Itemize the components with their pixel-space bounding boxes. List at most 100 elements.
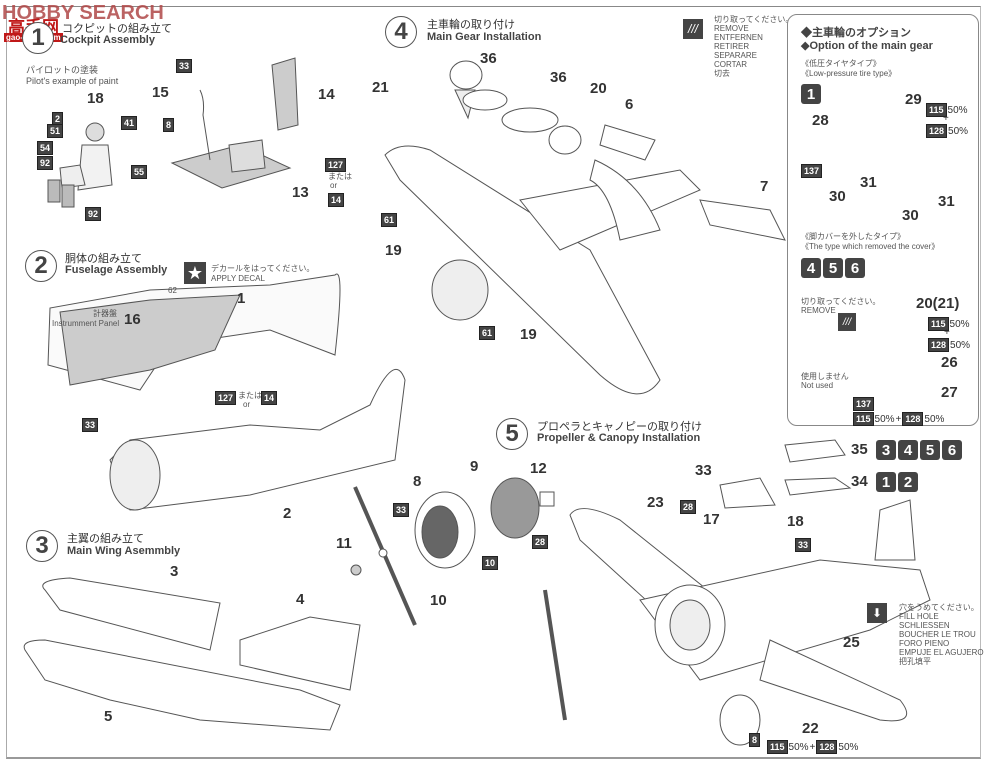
part-9: 9 xyxy=(470,458,479,475)
part-12: 12 xyxy=(530,460,547,477)
part-13: 13 xyxy=(292,184,309,201)
aircraft-assembled xyxy=(543,439,931,746)
propeller-engine-art xyxy=(350,477,555,626)
color-41: 41 xyxy=(121,116,138,130)
fill-note: FORO PIENO xyxy=(899,639,950,648)
part-33: 33 xyxy=(695,462,712,479)
plus-text: + xyxy=(895,413,902,425)
part-10: 10 xyxy=(430,592,447,609)
remove-jp: 切り取ってください。 xyxy=(801,297,881,306)
remove-icon: /// xyxy=(838,313,856,331)
color-115: 115 xyxy=(926,103,947,117)
part-18-installed: 18 xyxy=(787,513,804,530)
plus-text: + xyxy=(809,741,816,753)
decal-note-jp: デカールをはってください。 xyxy=(211,264,315,273)
part-20: 20 xyxy=(590,80,607,97)
decal-number: 62 xyxy=(168,286,177,295)
step-2-number: 2 xyxy=(25,250,57,282)
version-badge: 6 xyxy=(845,258,865,278)
color-61b: 61 xyxy=(479,326,496,340)
part-7: 7 xyxy=(760,178,769,195)
part-28-option: 28 xyxy=(812,112,829,129)
step-2-title-en: Fuselage Assembly xyxy=(65,264,168,276)
color-8-tailwheel: 8 xyxy=(749,733,761,747)
color-137: 137 xyxy=(801,164,823,178)
version-badge: 1 xyxy=(876,472,896,492)
part-36: 36 xyxy=(480,50,497,67)
pct-value: 50% xyxy=(949,318,970,330)
color-92b: 92 xyxy=(85,207,102,221)
canopy-35-versions: 3 4 5 6 xyxy=(876,440,964,460)
part-15: 15 xyxy=(152,84,169,101)
part-21: 21 xyxy=(372,79,389,96)
step-1-number: 1 xyxy=(22,22,54,54)
version-badge: 4 xyxy=(801,258,821,278)
plus-sign: + xyxy=(944,327,950,338)
step-4-number: 4 xyxy=(385,16,417,48)
not-used-jp: 使用しません xyxy=(801,372,849,381)
pilot-note-en: Pilot's example of paint xyxy=(26,76,119,86)
fill-note: BOUCHER LE TROU xyxy=(899,630,976,639)
part-16: 16 xyxy=(124,311,141,328)
part-5: 5 xyxy=(104,708,113,725)
remove-note: 切り取ってください。 xyxy=(714,15,794,24)
remove-note: 切去 xyxy=(714,69,730,78)
part-14: 14 xyxy=(318,86,335,103)
color-128: 128 xyxy=(902,412,924,426)
pilot-figure xyxy=(47,122,113,208)
part-27: 27 xyxy=(941,384,958,401)
color-115: 115 xyxy=(928,317,949,331)
or-en: or xyxy=(330,181,338,190)
color-8: 8 xyxy=(163,118,175,132)
step-1-title-jp: コクピットの組み立て xyxy=(62,23,172,35)
version-badge: 1 xyxy=(801,84,821,104)
fill-note: SCHLIESSEN xyxy=(899,621,950,630)
color-92: 92 xyxy=(37,156,54,170)
fuselage-half xyxy=(47,273,406,511)
color-28-seat: 28 xyxy=(680,500,697,514)
type2-en: 《The type which removed the cover》 xyxy=(801,242,940,251)
step-5-title-en: Propeller & Canopy Installation xyxy=(537,432,701,444)
type1-en: 《Low-pressure tire type》 xyxy=(801,69,897,78)
part-11: 11 xyxy=(336,535,352,552)
version-badge: 3 xyxy=(876,440,896,460)
main-gear-option-box xyxy=(787,14,979,426)
plus-text: + xyxy=(943,113,949,124)
color-127-fuselage: 127 xyxy=(215,391,237,405)
part-23: 23 xyxy=(647,494,664,511)
part-4: 4 xyxy=(296,591,305,608)
color-128: 128 xyxy=(928,338,950,352)
part-26: 26 xyxy=(941,354,958,371)
or-jp-2: または xyxy=(238,391,262,400)
color-28-engine: 28 xyxy=(532,535,549,549)
part-1: 1 xyxy=(237,290,246,307)
part-20-21: 20(21) xyxy=(916,295,960,312)
part-34: 34 xyxy=(851,473,868,490)
version-badge: 5 xyxy=(920,440,940,460)
pilot-note-jp: パイロットの塗装 xyxy=(26,65,99,75)
part-35: 35 xyxy=(851,441,868,458)
step-3-number: 3 xyxy=(26,530,58,562)
plus-sign: + xyxy=(943,113,949,124)
type1-versions: 1 xyxy=(801,84,823,104)
part-19: 19 xyxy=(385,242,402,259)
part-18: 18 xyxy=(87,90,104,107)
step-1-title-en: Cockpit Assembly xyxy=(60,34,155,46)
remove-note: SEPARARE xyxy=(714,51,757,60)
color-137-b: 137 xyxy=(853,397,875,411)
pct-value: 50% xyxy=(947,104,968,116)
instrument-panel-jp: 計器盤 xyxy=(93,309,117,318)
color-33-fuselage: 33 xyxy=(82,418,99,432)
not-used-en: Not used xyxy=(801,381,834,390)
decal-star-icon: ★ xyxy=(184,262,206,284)
option-title-en: ◆Option of the main gear xyxy=(801,40,933,52)
step-4-title-jp: 主車輪の取り付け xyxy=(427,19,515,31)
plus-text: + xyxy=(944,327,950,338)
step-2-title-jp: 胴体の組み立て xyxy=(65,253,142,265)
part-22: 22 xyxy=(802,720,819,737)
remove-icon: /// xyxy=(683,19,703,39)
type1-jp: 《低圧タイヤタイプ》 xyxy=(801,59,881,68)
